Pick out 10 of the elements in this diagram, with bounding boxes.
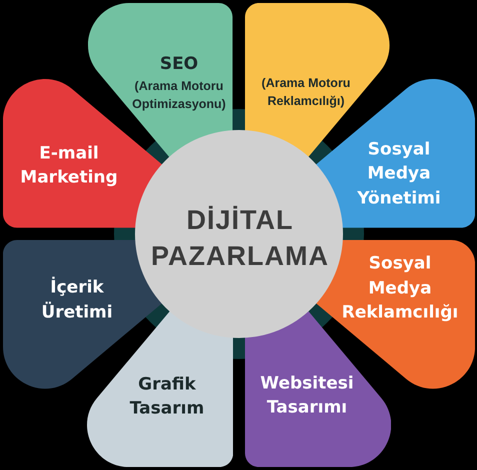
petal-title: Websitesi Tasarımı: [259, 372, 355, 420]
petal-title: Grafik Tasarım: [128, 373, 206, 421]
petal-title: Sosyal Medya Yönetimi: [356, 138, 442, 210]
petal-title: SEO: [160, 52, 198, 76]
petal-title: E-mail Marketing: [19, 142, 119, 190]
petal-subtitle: (Arama Motoru Optimizasyonu): [131, 77, 227, 112]
petal-title: İçerik Üretimi: [40, 276, 114, 324]
petal-subtitle: (Arama Motoru Reklamcılığı): [260, 75, 352, 110]
center-title: DİJİTAL PAZARLAMA: [150, 204, 330, 273]
petal-title: Sosyal Medya Reklamcılığı: [340, 252, 459, 324]
